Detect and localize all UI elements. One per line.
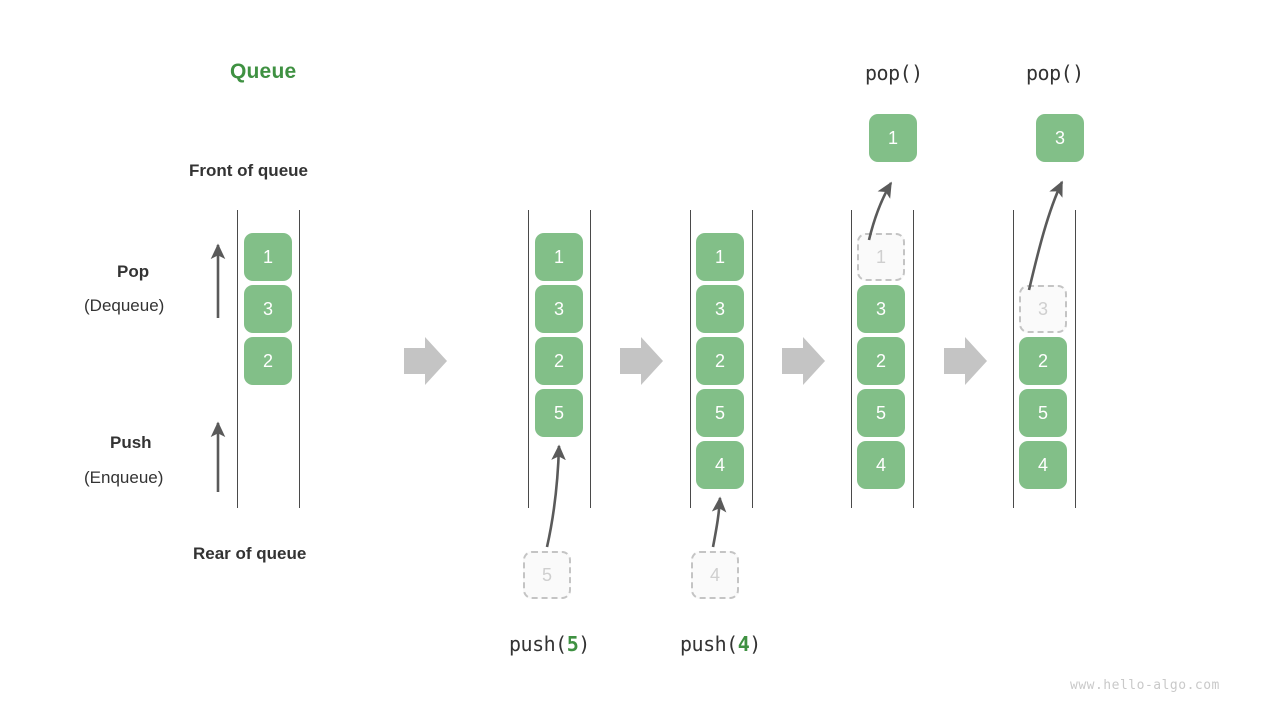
queue-cell: 2 [857,337,905,385]
queue-cell: 4 [857,441,905,489]
enqueue-arrow-4 [711,496,727,548]
operation-caption-pop-1: pop() [865,61,923,85]
queue-cell: 3 [696,285,744,333]
incoming-element-ghost: 4 [691,551,739,599]
watermark: www.hello-algo.com [1070,678,1220,693]
queue-rail-left-stage2 [690,210,691,508]
dequeue-arrow-3 [1027,180,1064,291]
queue-cell: 4 [1019,441,1067,489]
queue-rail-left-stage0 [237,210,238,508]
queue-cell: 2 [535,337,583,385]
queue-rail-left-stage1 [528,210,529,508]
popped-element: 1 [869,114,917,162]
queue-cell-ghost: 1 [857,233,905,281]
queue-cell: 4 [696,441,744,489]
queue-cell: 2 [244,337,292,385]
popped-element: 3 [1036,114,1084,162]
operation-caption-prefix: push( [509,632,567,656]
operation-caption-pop-3: pop() [1026,61,1084,85]
dequeue-arrow-1 [867,181,893,241]
pop-label: Pop [117,262,150,281]
transition-arrow-4 [944,337,987,385]
incoming-element-ghost: 5 [523,551,571,599]
push-sub-label: (Enqueue) [84,468,164,487]
operation-caption-push-4: push(4) [680,632,761,656]
queue-cell-ghost: 3 [1019,285,1067,333]
queue-rail-right-stage4 [1075,210,1076,508]
queue-rail-left-stage4 [1013,210,1014,508]
transition-arrow-2 [620,337,663,385]
queue-cell: 5 [1019,389,1067,437]
enqueue-arrow-5 [545,444,566,548]
transition-arrow-3 [782,337,825,385]
operation-caption-suffix: ) [578,632,590,656]
queue-cell: 1 [696,233,744,281]
queue-cell: 1 [535,233,583,281]
transition-arrow-1 [404,337,447,385]
queue-cell: 2 [696,337,744,385]
operation-caption-push-5: push(5) [509,632,590,656]
rear-of-queue-label: Rear of queue [193,544,307,563]
push-label: Push [110,433,152,452]
queue-cell: 5 [535,389,583,437]
queue-cell: 3 [857,285,905,333]
operation-caption-value: 4 [737,632,750,656]
queue-rail-right-stage3 [913,210,914,508]
queue-cell: 5 [696,389,744,437]
queue-cell: 5 [857,389,905,437]
queue-rail-right-stage2 [752,210,753,508]
queue-rail-right-stage0 [299,210,300,508]
operation-caption-suffix: ) [749,632,761,656]
operation-caption-prefix: push( [680,632,738,656]
queue-rail-left-stage3 [851,210,852,508]
queue-rail-right-stage1 [590,210,591,508]
operation-caption-value: 5 [566,632,579,656]
queue-cell: 2 [1019,337,1067,385]
front-of-queue-label: Front of queue [189,161,308,180]
pop-sub-label: (Dequeue) [84,296,165,315]
queue-cell: 3 [535,285,583,333]
queue-cell: 1 [244,233,292,281]
queue-cell: 3 [244,285,292,333]
page-title: Queue [230,60,297,83]
